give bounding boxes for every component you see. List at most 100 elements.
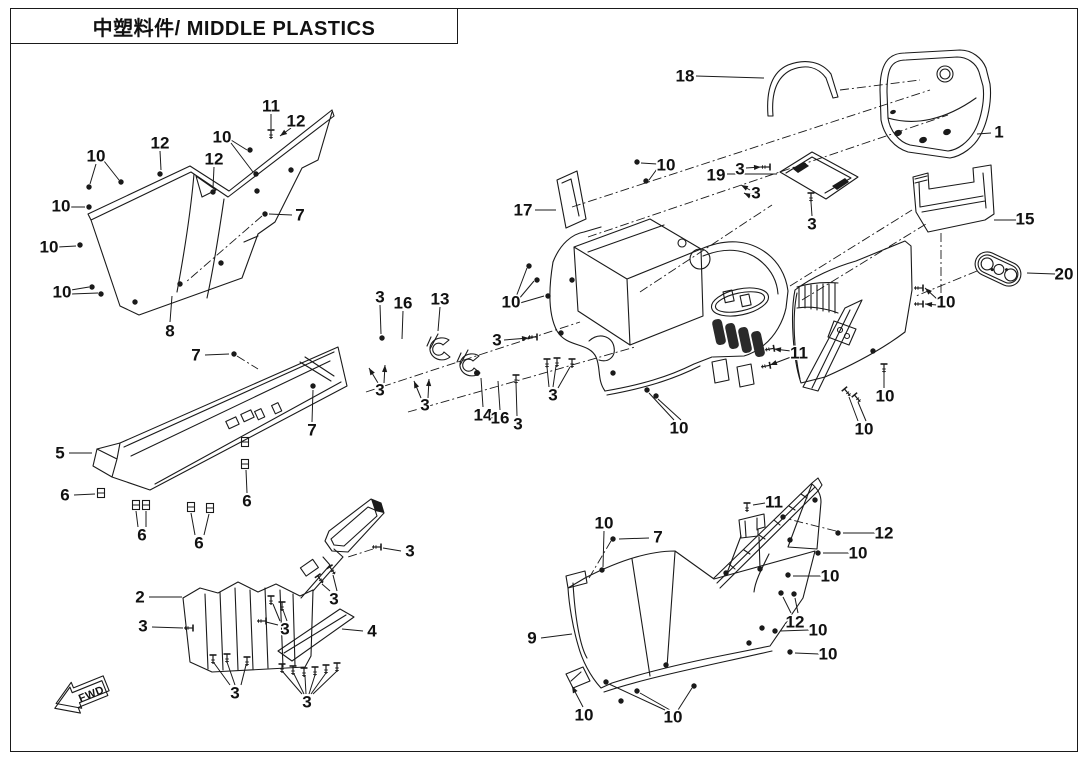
leader-line — [608, 683, 666, 711]
part-14-clip — [456, 349, 481, 377]
fastener-rivet-dot — [643, 178, 649, 184]
fastener-rivet-dot — [780, 514, 786, 520]
leader-line — [226, 661, 236, 686]
callout-16: 16 — [394, 294, 413, 313]
leader-line — [602, 530, 605, 568]
fastener-rivet-dot — [634, 159, 640, 165]
callout-18: 18 — [676, 67, 695, 86]
alignment-line — [787, 518, 837, 532]
fastener-rivet-dot — [785, 572, 791, 578]
leader-line — [230, 139, 248, 151]
callout-2: 2 — [135, 588, 144, 607]
leader-arrowhead — [753, 164, 761, 171]
fastener-rivet-dot — [723, 570, 729, 576]
callout-3: 3 — [329, 590, 338, 609]
callout-20: 20 — [1055, 265, 1074, 284]
leader-arrowhead — [414, 381, 420, 389]
fastener-rivet-dot — [534, 277, 540, 283]
fastener-rivet-dot — [691, 683, 697, 689]
leader-line — [70, 292, 99, 295]
callout-10: 10 — [821, 567, 840, 586]
page-border — [10, 8, 1078, 752]
leader-line — [515, 267, 528, 298]
leader-arrowhead — [572, 686, 578, 694]
leader-line — [282, 671, 303, 695]
callout-10: 10 — [876, 387, 895, 406]
callout-10: 10 — [670, 419, 689, 438]
fastener-clip — [205, 502, 215, 514]
leader-line — [515, 382, 518, 417]
fastener-screw — [553, 357, 561, 367]
part-19-mount-plate — [779, 151, 859, 200]
fastener-screw — [743, 502, 751, 512]
alignment-line — [587, 114, 949, 238]
fastener-screw — [311, 666, 319, 676]
fwd-arrow: FWD — [54, 675, 110, 714]
page-title: 中塑料件/ MIDDLE PLASTICS — [92, 17, 376, 40]
alignment-line — [789, 209, 913, 287]
fastener-screw — [267, 129, 275, 139]
alignment-line — [915, 270, 978, 297]
part-13-clip — [426, 333, 451, 361]
callout-10: 10 — [595, 514, 614, 533]
leader-line — [810, 201, 813, 217]
leader-line — [213, 662, 231, 686]
leader-line — [265, 621, 279, 626]
fastener-rivet-dot — [663, 662, 669, 668]
callout-3: 3 — [230, 684, 239, 703]
part-17-center-console — [549, 170, 789, 396]
fastener-screw — [322, 664, 330, 674]
part-1-cover-panel — [879, 49, 992, 159]
fastener-clip — [131, 499, 141, 511]
fastener-screw — [764, 344, 776, 352]
alignment-line — [236, 355, 259, 370]
leader-line — [135, 510, 139, 528]
alignment-line — [365, 321, 581, 393]
leader-line — [752, 502, 766, 506]
callout-17: 17 — [514, 201, 533, 220]
leader-arrowhead — [744, 193, 752, 199]
leader-line — [57, 245, 77, 248]
alignment-line — [801, 223, 927, 301]
part-9-side-panel-right — [565, 477, 823, 693]
callout-12: 12 — [205, 150, 224, 169]
fastener-clip — [240, 458, 250, 470]
leader-line — [382, 547, 402, 552]
fastener-rivet-dot — [618, 698, 624, 704]
leader-arrowhead — [426, 379, 432, 387]
leader-line — [321, 583, 331, 592]
leader-arrowhead — [925, 301, 933, 308]
callout-10: 10 — [849, 544, 868, 563]
leader-line — [282, 609, 288, 622]
fastener-rivet-dot — [634, 688, 640, 694]
callout-3: 3 — [492, 331, 501, 350]
fastener-screw — [880, 363, 888, 373]
leader-line — [190, 512, 196, 536]
callout-6: 6 — [194, 534, 203, 553]
callout-10: 10 — [575, 706, 594, 725]
leader-line — [794, 597, 799, 614]
fastener-rivet-dot — [526, 263, 532, 269]
alignment-line — [588, 540, 612, 579]
callout-19: 19 — [707, 166, 726, 185]
fastener-screw — [807, 192, 815, 202]
leader-line — [230, 142, 254, 173]
leader-line — [782, 596, 792, 614]
leader-line — [497, 380, 501, 411]
leader-line — [557, 366, 571, 389]
fastener-rivet-dot — [870, 348, 876, 354]
leader-line — [546, 366, 550, 388]
callout-12: 12 — [875, 524, 894, 543]
fastener-rivet-dot — [599, 567, 605, 573]
leader-line — [519, 295, 545, 304]
callout-3: 3 — [280, 620, 289, 639]
leader-arrowhead — [280, 129, 288, 136]
leader-arrowhead — [770, 360, 778, 365]
callout-10: 10 — [664, 708, 683, 727]
leader-line — [203, 513, 210, 536]
callout-12: 12 — [287, 112, 306, 131]
callout-8: 8 — [165, 322, 174, 341]
callout-10: 10 — [855, 420, 874, 439]
callout-13: 13 — [431, 290, 450, 309]
fastener-rivet-dot — [89, 284, 95, 290]
